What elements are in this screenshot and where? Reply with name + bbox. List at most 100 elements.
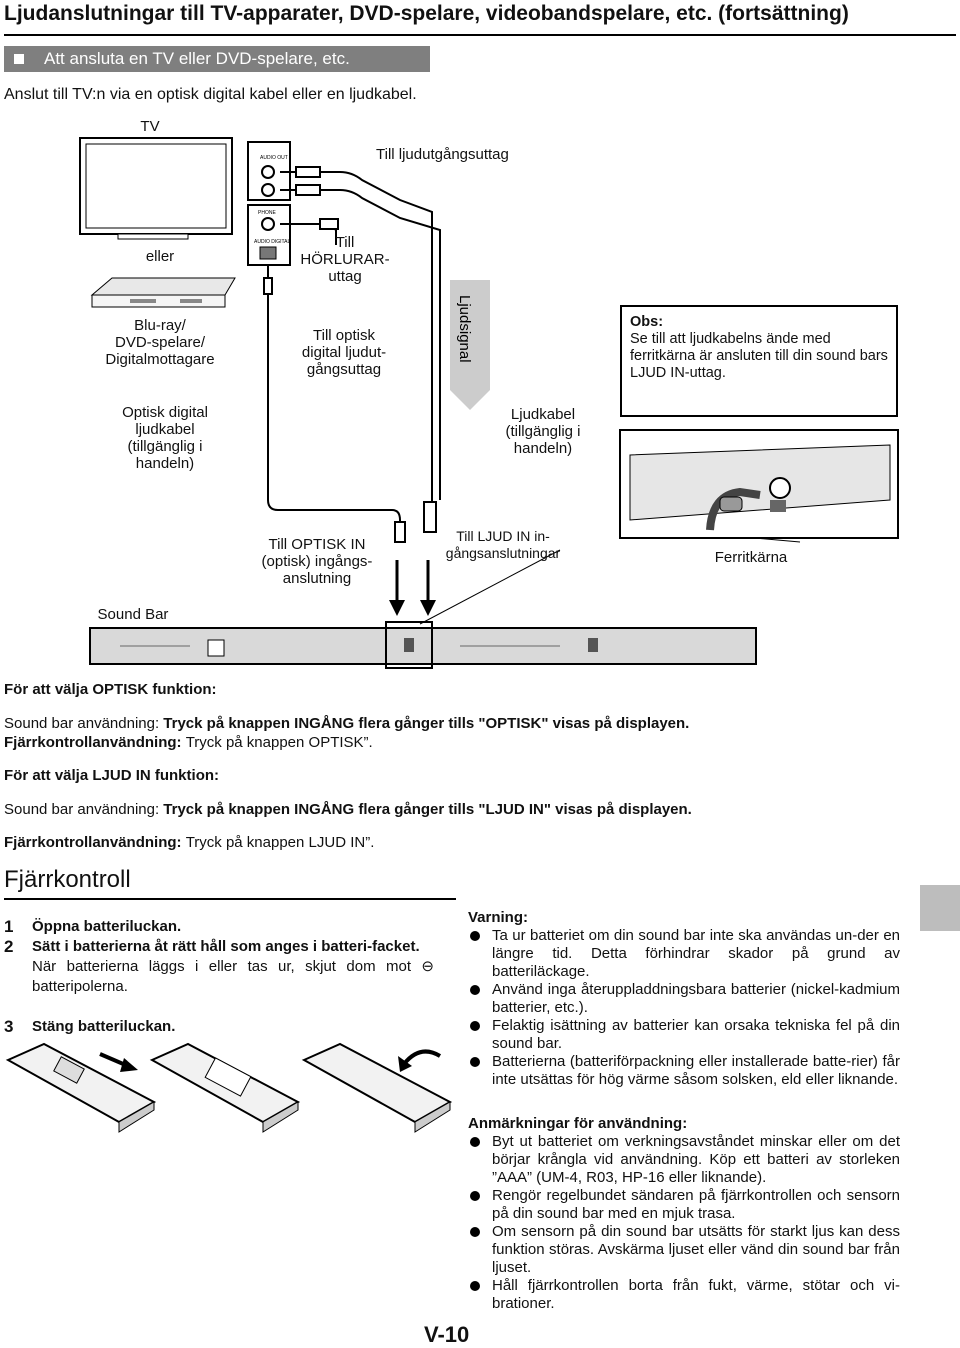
- optical-cable-line: [263, 265, 406, 543]
- step-2: 2 Sätt i batterierna åt rätt håll som an…: [4, 937, 434, 997]
- list-item: Rengör regelbundet sändaren på fjärrkont…: [468, 1187, 900, 1223]
- label-line: Till LJUD IN in-: [456, 528, 550, 544]
- tv-illustration: [79, 137, 233, 240]
- optical-soundbar-line: Sound bar användning: Tryck på knappen I…: [4, 714, 689, 733]
- audio-in-pointer: [419, 549, 561, 625]
- label-line: Ljudkabel: [510, 406, 576, 423]
- label-line: (tillgänglig i: [127, 438, 203, 455]
- label-line: ljudkabel: [135, 421, 195, 438]
- optical-cable-label: Optisk digital ljudkabel (tillgänglig i …: [100, 404, 230, 472]
- line-prefix: Fjärrkontrollanvändning:: [4, 834, 186, 851]
- note-box: Obs: Se till att ljudkabelns ände med fe…: [620, 305, 898, 417]
- label-line: (optisk) ingångs-: [261, 553, 373, 570]
- audio-in-function-heading: För att välja LJUD IN funktion:: [4, 767, 220, 784]
- list-item: Använd inga återuppladdningsbara batteri…: [468, 981, 900, 1017]
- insert-arrows: [389, 560, 436, 616]
- label-line: digital ljudut-: [301, 344, 387, 361]
- line-text: Tryck på knappen OPTISK”.: [185, 734, 373, 751]
- audio-cable-lines: [280, 166, 441, 520]
- step-3: 3 Stäng batteriluckan.: [4, 1017, 456, 1037]
- to-optical-out-label: Till optisk digital ljudut- gångsuttag: [284, 327, 404, 378]
- player-illustration: [90, 277, 236, 308]
- label-line: Till optisk: [313, 327, 375, 344]
- list-item: Ta ur batteriet om din sound bar inte sk…: [468, 927, 900, 981]
- player-label-line: DVD-spelare/: [114, 334, 206, 351]
- jack-phone-label: PHONE: [258, 210, 276, 216]
- list-item: Batterierna (batteriförpackning eller in…: [468, 1053, 900, 1089]
- step-text: Öppna batteriluckan.: [32, 918, 182, 935]
- jack-audio-digital-label: AUDIO DIGITAL: [254, 239, 291, 245]
- note-title: Obs:: [630, 314, 664, 330]
- line-text: Tryck på knappen LJUD IN”.: [185, 834, 375, 851]
- label-line: Optisk digital: [122, 404, 208, 421]
- step-number: 1: [4, 917, 14, 936]
- audio-plug: [423, 501, 437, 533]
- to-audio-in-label: Till LJUD IN in- gångsanslutningar: [440, 528, 566, 562]
- step-1: 1 Öppna batteriluckan.: [4, 917, 456, 937]
- usage-block: Anmärkningar för användning: Byt ut batt…: [468, 1115, 900, 1313]
- usage-list: Byt ut batteriet om verkningsavståndet m…: [468, 1133, 900, 1313]
- audio-cable-label: Ljudkabel (tillgänglig i handeln): [488, 406, 598, 457]
- arrow-right-icon: [99, 1052, 138, 1072]
- ferrite-pointer: [754, 537, 801, 543]
- remote-closed-illustration: [301, 1042, 453, 1133]
- line-prefix: Sound bar användning:: [4, 801, 164, 818]
- audio-signal-arrow: [450, 280, 490, 410]
- label-line: HÖRLURAR-: [300, 251, 390, 268]
- remote-title-rule: [4, 898, 456, 900]
- label-line: gångsuttag: [306, 361, 382, 378]
- step-number: 2: [4, 937, 14, 956]
- list-item: Om sensorn på din sound bar utsätts för …: [468, 1223, 900, 1277]
- label-line: Till: [335, 234, 355, 251]
- page-number: V-10: [424, 1322, 470, 1347]
- step-number: 3: [4, 1017, 14, 1036]
- connection-diagram: AUDIO OUT PHONE AUDIO DIGITAL Ljudsignal: [79, 137, 899, 669]
- label-line: Till OPTISK IN: [268, 536, 366, 553]
- remote-section-title: Fjärrkontroll: [4, 866, 131, 893]
- label-line: handeln): [135, 455, 195, 472]
- step-text: Sätt i batterierna åt rätt håll som ange…: [32, 938, 420, 955]
- label-line: handeln): [513, 440, 573, 457]
- remote-open-illustration: [5, 1042, 157, 1133]
- player-label: Blu-ray/ DVD-spelare/ Digitalmottagare: [90, 317, 230, 368]
- audio-in-soundbar-line: Sound bar användning: Tryck på knappen I…: [4, 800, 692, 819]
- sound-bar-label: Sound Bar: [97, 606, 169, 623]
- square-bullet-icon: [14, 54, 24, 64]
- usage-title: Anmärkningar för användning:: [468, 1115, 688, 1132]
- warning-title: Varning:: [468, 909, 529, 926]
- inset-rear-panel: [619, 429, 899, 539]
- list-item: Byt ut batteriet om verkningsavståndet m…: [468, 1133, 900, 1187]
- curved-arrow-icon: [398, 1049, 442, 1072]
- side-tab: [920, 885, 960, 931]
- step-text: Stäng batteriluckan.: [32, 1018, 176, 1035]
- tv-label: TV: [140, 118, 160, 135]
- page-title: Ljudanslutningar till TV-apparater, DVD-…: [4, 2, 849, 25]
- audio-in-remote-line: Fjärrkontrollanvändning: Tryck på knappe…: [4, 833, 374, 852]
- title-rule: [4, 34, 956, 36]
- label-line: anslutning: [282, 570, 352, 587]
- jack-audio-out-label: AUDIO OUT: [260, 155, 288, 161]
- intro-text: Anslut till TV:n via en optisk digital k…: [4, 86, 417, 103]
- warning-list: Ta ur batteriet om din sound bar inte sk…: [468, 927, 900, 1089]
- label-line: (tillgänglig i: [505, 423, 581, 440]
- or-label: eller: [145, 248, 175, 265]
- label-line: gångsanslutningar: [445, 545, 561, 561]
- optical-remote-line: Fjärrkontrollanvändning: Tryck på knappe…: [4, 733, 373, 752]
- step-subtext: När batterierna läggs i eller tas ur, sk…: [32, 958, 434, 995]
- section-title: Att ansluta en TV eller DVD-spelare, etc…: [44, 49, 350, 68]
- section-heading: Att ansluta en TV eller DVD-spelare, etc…: [4, 46, 430, 72]
- to-headphones-label: Till HÖRLURAR- uttag: [290, 234, 400, 285]
- battery-illustrations: [5, 1042, 453, 1133]
- line-text: Tryck på knappen INGÅNG flera gånger til…: [163, 715, 690, 732]
- soundbar-illustration: [89, 621, 757, 669]
- line-prefix: Sound bar användning:: [4, 715, 164, 732]
- list-item: Håll fjärrkontrollen borta från fukt, vä…: [468, 1277, 900, 1313]
- remote-battery-illustration: [149, 1042, 301, 1133]
- list-item: Felaktig isättning av batterier kan orsa…: [468, 1017, 900, 1053]
- to-optical-in-label: Till OPTISK IN (optisk) ingångs- anslutn…: [250, 536, 384, 587]
- audio-signal-label: Ljudsignal: [456, 295, 473, 363]
- warning-block: Varning: Ta ur batteriet om din sound ba…: [468, 909, 900, 1089]
- line-text: Tryck på knappen INGÅNG flera gånger til…: [163, 801, 692, 818]
- player-label-line: Digitalmottagare: [105, 351, 215, 368]
- optical-function-heading: För att välja OPTISK funktion:: [4, 681, 217, 698]
